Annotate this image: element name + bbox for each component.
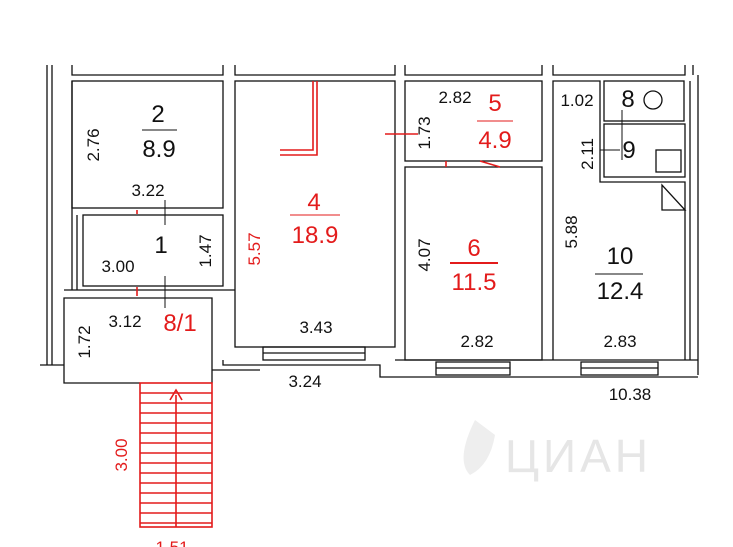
watermark-logo-icon: [463, 420, 495, 475]
room-2: [71, 80, 224, 209]
room-5-number: 5: [488, 90, 501, 117]
stair-arrow-icon: [169, 388, 183, 401]
labels: 2 8.9 2.76 3.22 1 3.00 1.47 8/1 3.12 1.7…: [75, 86, 651, 547]
room-4-dim: 5.57: [245, 232, 264, 265]
sink-icon: [655, 149, 682, 173]
watermark-text: ЦИАН: [505, 430, 652, 482]
room-1-dim: 3.00: [101, 257, 134, 276]
room-6-area: 11.5: [452, 269, 497, 296]
room-5-dim: 2.82: [438, 88, 471, 107]
room-6-dim: 2.82: [460, 332, 493, 351]
room-6: [404, 166, 543, 361]
room-1-number: 1: [154, 232, 167, 259]
room-8-1-number: 8/1: [163, 310, 196, 337]
room-9-dim: 2.11: [578, 138, 597, 170]
room-10-dim: 5.88: [562, 215, 581, 248]
stair-length: 3.00: [112, 438, 131, 471]
windows: [262, 346, 659, 376]
room-10-number: 10: [607, 243, 634, 270]
room-8-number: 8: [621, 86, 634, 113]
overall-dim-a: 3.24: [288, 372, 321, 391]
room-8-1: [63, 297, 213, 384]
room-2-dim: 2.76: [84, 128, 103, 161]
toilet-icon: [643, 90, 663, 110]
watermark: ЦИАН: [463, 420, 652, 482]
room-2-number: 2: [151, 101, 164, 128]
room-2-dim: 3.22: [131, 181, 164, 200]
room-1: [82, 214, 224, 287]
room-9-number: 9: [622, 137, 635, 164]
redevelopment-marks: [136, 81, 501, 296]
room-5-dim: 1.73: [415, 116, 434, 149]
overall-dim-b: 10.38: [609, 385, 652, 404]
room-4-area: 18.9: [292, 222, 339, 249]
room-10-dim: 2.83: [603, 332, 636, 351]
room-4-number: 4: [307, 189, 320, 216]
room-8-1-dim: 3.12: [108, 312, 141, 331]
staircase: [139, 382, 213, 528]
room-6-dim: 4.07: [415, 238, 434, 271]
room-4-dim: 3.43: [299, 318, 332, 337]
stair-width: 1.51: [155, 538, 188, 547]
room-8-1-dim: 1.72: [75, 325, 94, 358]
room-2-area: 8.9: [142, 136, 175, 163]
room-10-area: 12.4: [597, 278, 644, 305]
room-6-number: 6: [467, 235, 480, 262]
vent-icon: [661, 183, 687, 211]
room-8: [603, 80, 685, 122]
room-8-dim: 1.02: [560, 91, 593, 110]
room-10: [552, 80, 686, 360]
walls: [40, 65, 699, 378]
room-5-area: 4.9: [478, 127, 511, 154]
room-5: [404, 80, 543, 162]
room-1-dim: 1.47: [196, 234, 215, 267]
